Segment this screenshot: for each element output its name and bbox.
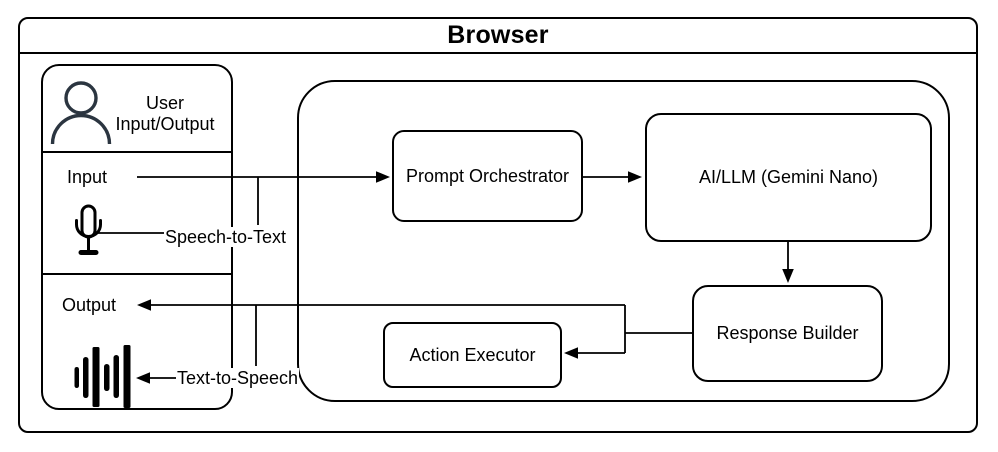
node-prompt-orchestrator: Prompt Orchestrator: [392, 130, 583, 222]
node-ai-llm: AI/LLM (Gemini Nano): [645, 113, 932, 242]
user-io-title: User Input/Output: [100, 93, 230, 135]
user-io-title-line1: User: [145, 93, 184, 113]
text-to-speech-label: Text-to-Speech: [176, 368, 300, 388]
input-label: Input: [67, 167, 108, 187]
node-response-builder-label: Response Builder: [716, 323, 859, 343]
node-action-executor-label: Action Executor: [409, 344, 536, 365]
user-io-divider-top: [43, 151, 231, 153]
user-io-title-line2: Input/Output: [115, 114, 215, 134]
node-prompt-orchestrator-label: Prompt Orchestrator: [405, 165, 570, 186]
browser-title: Browser: [447, 21, 549, 49]
user-io-divider-bottom: [43, 273, 231, 275]
output-label: Output: [62, 295, 117, 315]
node-response-builder: Response Builder: [692, 285, 883, 382]
speech-to-text-label: Speech-to-Text: [164, 227, 288, 247]
node-ai-llm-label: AI/LLM (Gemini Nano): [698, 167, 879, 187]
browser-title-bar: Browser: [20, 19, 976, 54]
node-action-executor: Action Executor: [383, 322, 562, 388]
